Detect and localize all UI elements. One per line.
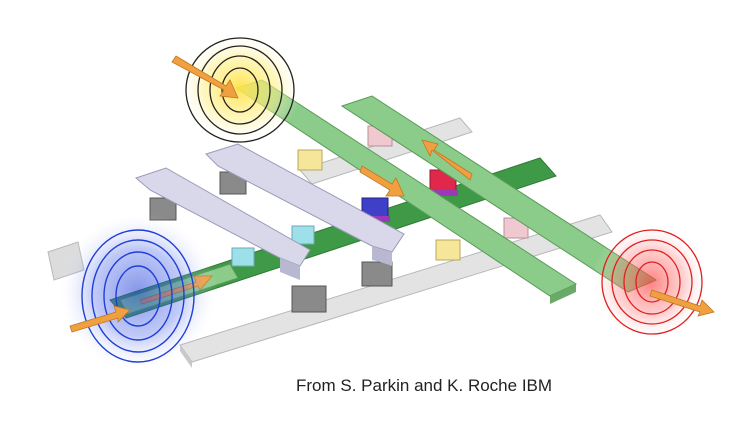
red-field [592, 224, 715, 340]
lavender-strips [135, 143, 405, 280]
pillar-gray-3 [291, 285, 327, 313]
orange-arrow-red-output [649, 289, 715, 317]
yellow-field [171, 34, 302, 143]
pillar-cyan-2 [291, 225, 315, 245]
pillar-yellow-2 [435, 239, 461, 261]
pillar-cyan-1 [231, 247, 255, 267]
green-strip-upper [340, 95, 658, 293]
blue-field [58, 212, 218, 372]
pillar-gray-4 [361, 261, 393, 287]
orange-arrow-diag [359, 165, 405, 197]
orange-arrow-blue-input [69, 305, 131, 333]
pillar-yellow-1 [297, 149, 323, 171]
orange-arrow-yellow-input [171, 55, 239, 99]
cell-purple-2 [428, 190, 458, 196]
caption: From S. Parkin and K. Roche IBM [296, 376, 553, 395]
orange-arrow-upper [421, 139, 473, 181]
